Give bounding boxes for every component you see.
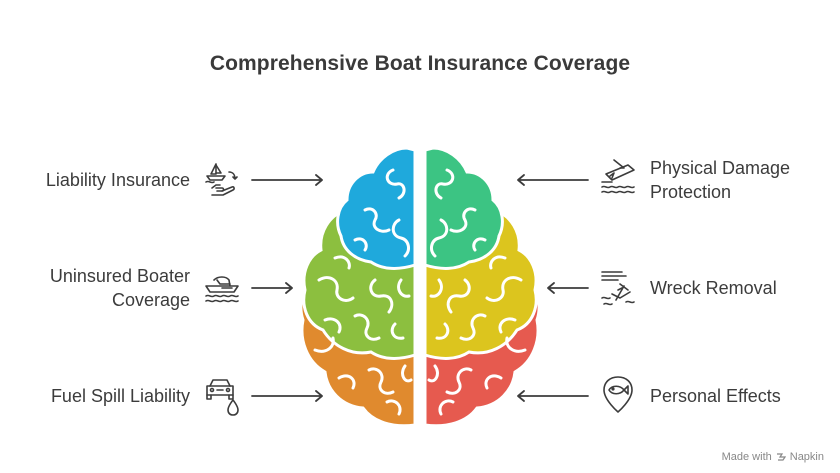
boat-waves-icon xyxy=(205,276,239,303)
label-line: Personal Effects xyxy=(650,386,781,406)
label-liability-insurance: Liability Insurance xyxy=(46,168,190,192)
label-uninsured-boater-coverage: Uninsured Boater Coverage xyxy=(50,264,190,312)
brain-graphic xyxy=(299,146,541,428)
label-line: Uninsured Boater xyxy=(49,266,190,286)
arrow-left-physical-damage xyxy=(517,174,589,186)
made-with-text: Made with xyxy=(721,451,772,463)
arrow-right-fuel-spill xyxy=(251,390,323,402)
brain-right-top-lobe xyxy=(423,146,504,270)
boat-hand-icon xyxy=(205,163,238,196)
diagram-title: Comprehensive Boat Insurance Coverage xyxy=(209,52,631,75)
label-line: Physical Damage xyxy=(650,158,791,178)
label-line: Coverage xyxy=(111,290,190,310)
made-with-napkin-badge: Made with Napkin xyxy=(722,451,824,463)
boat-damage-icon xyxy=(601,159,635,194)
label-physical-damage-protection: Physical Damage Protection xyxy=(650,156,790,204)
brain-folds xyxy=(313,168,527,416)
label-line: Protection xyxy=(650,182,732,202)
arrow-left-personal-effects xyxy=(517,390,589,402)
napkin-logo-icon xyxy=(776,453,786,461)
car-fuel-drop-icon xyxy=(206,379,239,416)
label-personal-effects: Personal Effects xyxy=(650,384,781,408)
label-line: Fuel Spill Liability xyxy=(50,386,190,406)
arrow-right-uninsured xyxy=(251,282,293,294)
arrow-left-wreck-removal xyxy=(547,282,589,294)
napkin-brand-text: Napkin xyxy=(789,451,824,463)
location-fish-icon xyxy=(603,376,633,413)
brain-left-top-lobe xyxy=(336,146,417,270)
label-line: Liability Insurance xyxy=(45,170,190,190)
label-line: Wreck Removal xyxy=(650,278,777,298)
label-fuel-spill-liability: Fuel Spill Liability xyxy=(51,384,190,408)
label-wreck-removal: Wreck Removal xyxy=(650,276,777,300)
arrow-right-liability xyxy=(251,174,323,186)
shipwreck-icon xyxy=(601,271,635,306)
